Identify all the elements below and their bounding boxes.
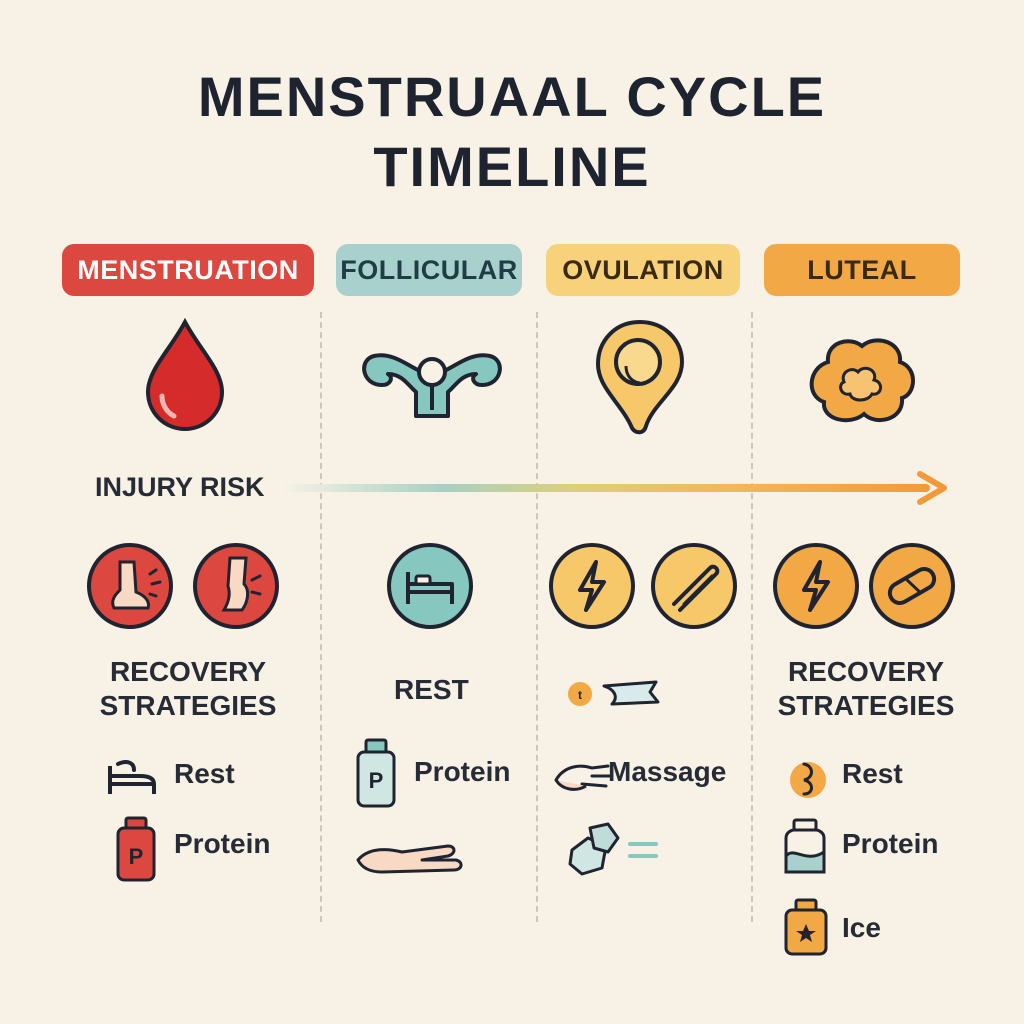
phase-menstruation: MENSTRUATION xyxy=(62,244,314,296)
phase-luteal: LUTEAL xyxy=(764,244,960,296)
strategy-protein: Protein xyxy=(842,828,939,859)
foam-roller-icon xyxy=(651,543,737,629)
svg-text:P: P xyxy=(369,768,384,793)
column-divider xyxy=(320,312,322,922)
hand-icon xyxy=(356,844,463,874)
title-line-2: TIMELINE xyxy=(373,135,651,198)
strategy-protein: Protein xyxy=(174,828,271,859)
injury-risk-label: INJURY RISK xyxy=(95,472,265,502)
knee-pain-icon xyxy=(193,543,279,629)
moon-icon xyxy=(790,762,826,798)
pill-icon xyxy=(869,543,955,629)
egg-pin-icon xyxy=(595,319,685,435)
column-divider xyxy=(751,312,753,922)
phase-follicular: FOLLICULAR xyxy=(336,244,522,296)
strategy-rest: Rest xyxy=(842,758,903,789)
strategy-rest: Rest xyxy=(174,758,235,789)
blood-drop-icon xyxy=(145,318,225,431)
title-line-1: MENSTRUAAL CYCLE xyxy=(197,65,827,128)
recovery-strategies-heading: RECOVERY STRATEGIES xyxy=(99,656,277,721)
protein-bottle-icon: P xyxy=(116,816,156,882)
strategy-massage: Massage xyxy=(608,756,727,787)
ice-jar-icon xyxy=(784,898,828,956)
strategy-protein: Protein xyxy=(414,756,511,787)
timer-icon: t xyxy=(568,680,660,706)
protein-bottle-icon: P xyxy=(356,738,396,808)
protein-jar-icon xyxy=(784,818,826,874)
recovery-strategies-heading: RECOVERY STRATEGIES xyxy=(777,656,955,721)
column-divider xyxy=(536,312,538,922)
massage-hand-icon xyxy=(554,764,612,791)
svg-text:t: t xyxy=(578,688,582,702)
strategy-ice: Ice xyxy=(842,912,881,943)
corpus-luteum-icon xyxy=(809,338,915,423)
bed-icon xyxy=(387,543,473,629)
injury-risk-arrow xyxy=(280,471,947,505)
rest-heading: REST xyxy=(394,674,469,705)
ice-cubes-icon xyxy=(568,822,658,876)
foot-pain-icon xyxy=(87,543,173,629)
uterus-icon xyxy=(362,353,502,418)
svg-text:P: P xyxy=(129,844,144,869)
page-title: MENSTRUAAL CYCLE TIMELINE xyxy=(0,62,1024,202)
bed-icon xyxy=(108,760,156,794)
phase-ovulation: OVULATION xyxy=(546,244,740,296)
lightning-icon xyxy=(773,543,859,629)
lightning-icon xyxy=(549,543,635,629)
